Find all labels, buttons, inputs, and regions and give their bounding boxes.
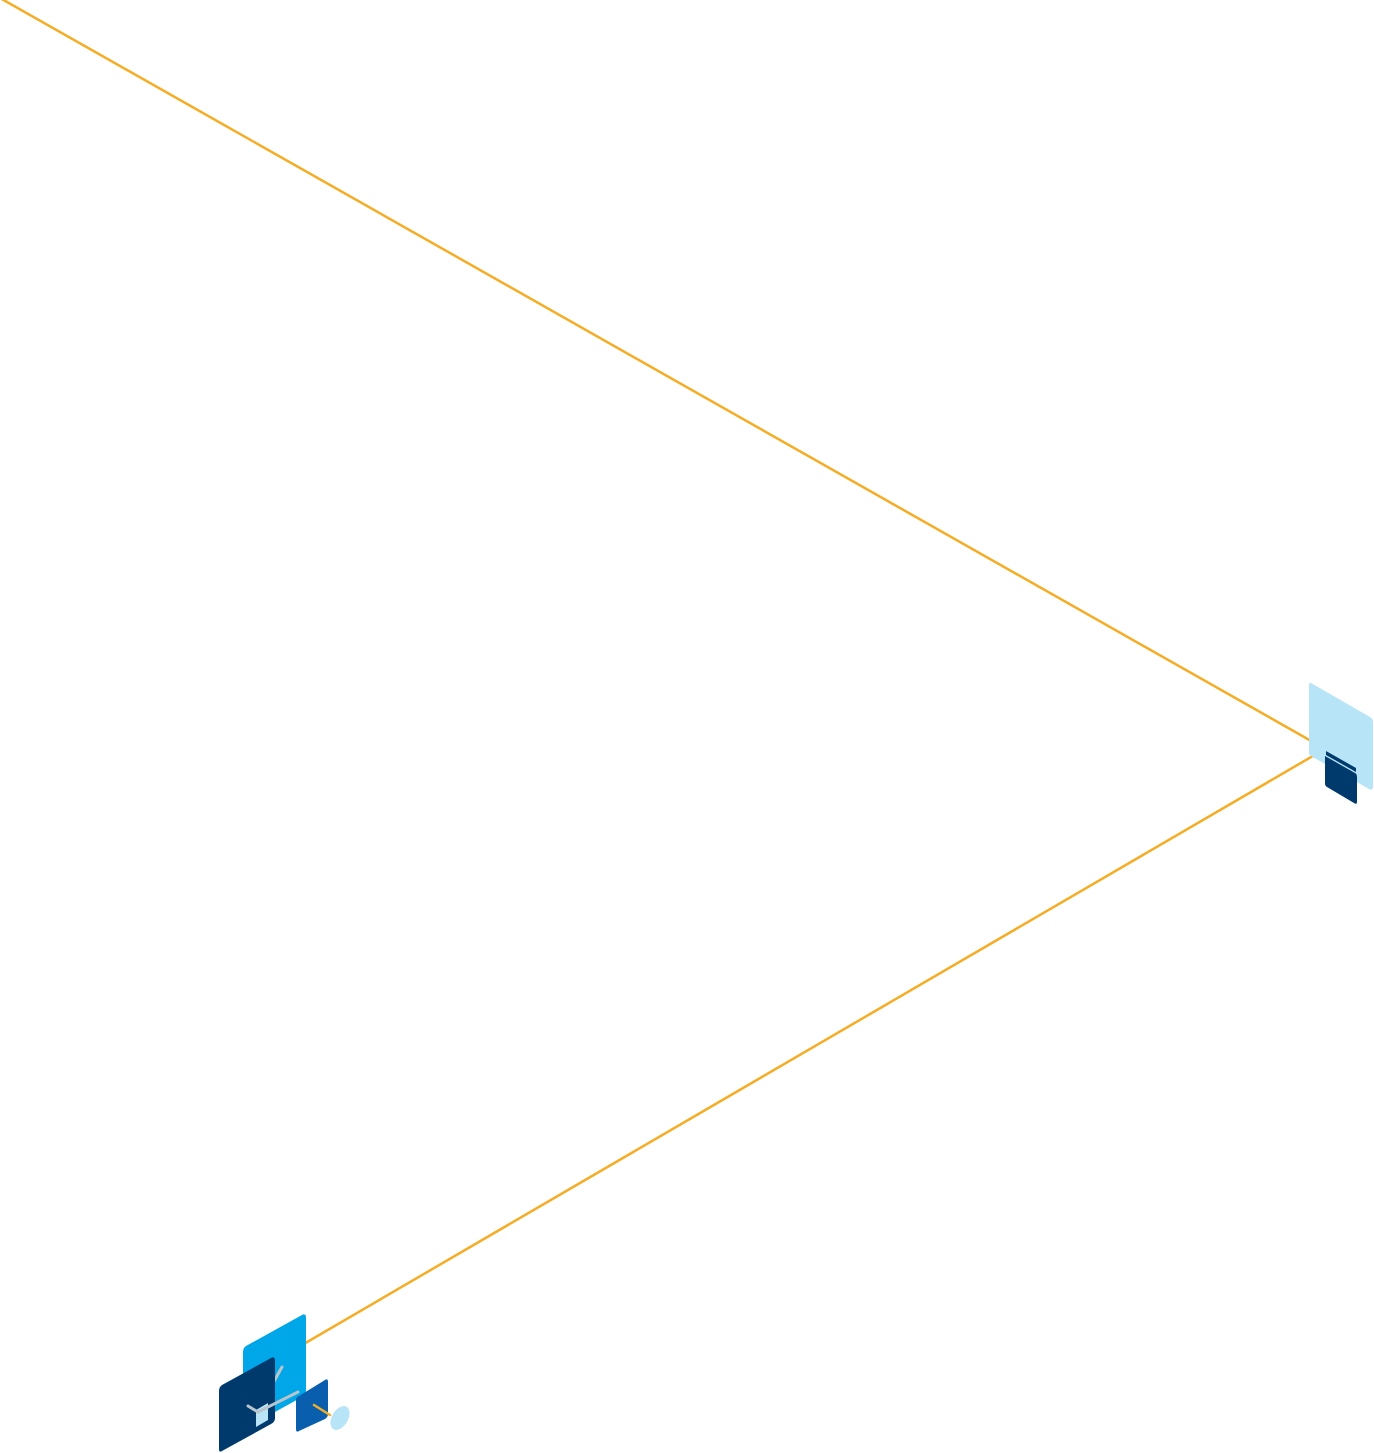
left-link-bar — [246, 1390, 300, 1414]
left-panel-navy — [219, 1357, 275, 1452]
right-device-base — [1325, 756, 1357, 804]
left-link-accent — [312, 1403, 332, 1417]
right-device-slot — [1326, 751, 1356, 772]
left-panel-mid — [296, 1379, 328, 1432]
connector-lines — [0, 0, 1343, 1347]
left-device-cluster-icon — [219, 1314, 350, 1452]
right-device-icon — [1309, 682, 1373, 804]
connector-line-top — [0, 0, 1321, 748]
connector-line-bottom — [301, 737, 1343, 1347]
left-disc — [330, 1406, 350, 1430]
